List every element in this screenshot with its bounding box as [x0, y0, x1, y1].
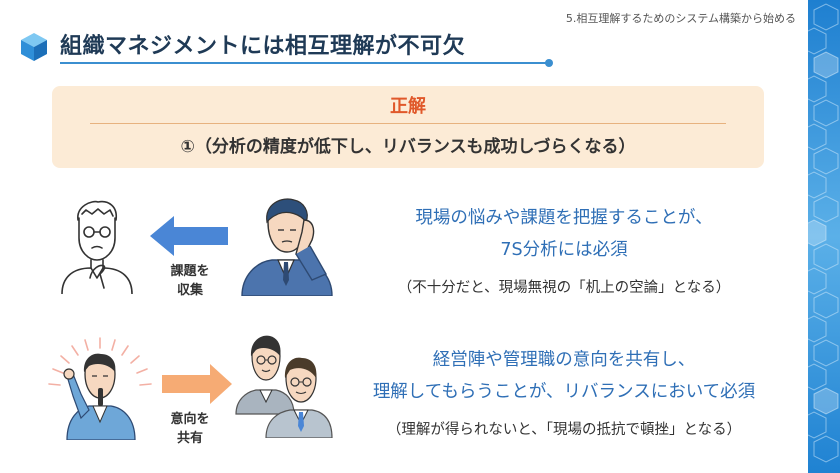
row1-message-line1: 現場の悩みや課題を把握することが、	[415, 208, 713, 228]
slide-title: 組織マネジメントには相互理解が不可欠	[60, 34, 466, 59]
speaker-illustration	[48, 337, 152, 440]
answer-text: ①（分析の精度が低下し、リバランスも成功しづらくなる）	[180, 137, 636, 157]
action-label-collect: 課題を 収集	[170, 264, 210, 298]
answer-label: 正解	[390, 96, 426, 117]
row2-message-line2: 理解してもらうことが、リバランスにおいて必須	[372, 382, 756, 402]
arrow-left-icon	[150, 216, 228, 256]
row1-message-line2: 7S分析には必須	[500, 240, 628, 260]
answer-box: 正解 ①（分析の精度が低下し、リバランスも成功しづらくなる）	[52, 86, 764, 168]
cube-icon	[21, 33, 47, 61]
worried-man-illustration	[241, 198, 333, 296]
team-illustration	[235, 335, 333, 438]
breadcrumb: 5.相互理解するためのシステム構築から始める	[565, 12, 796, 25]
action-label-share: 意向を 共有	[170, 412, 210, 446]
row1-note: （不十分だと、現場無視の「机上の空論」となる）	[397, 280, 731, 296]
row2-message-line1: 経営陣や管理職の意向を共有し、	[432, 350, 696, 370]
elder-person-illustration	[61, 200, 133, 294]
title-underline	[60, 62, 548, 64]
row2-note: （理解が得られないと、「現場の抵抗で頓挫」となる）	[386, 422, 742, 438]
arrow-right-icon	[162, 364, 232, 404]
answer-divider	[90, 123, 726, 124]
title-underline-dot	[545, 59, 553, 67]
decorative-hexagon-strip	[808, 0, 840, 473]
